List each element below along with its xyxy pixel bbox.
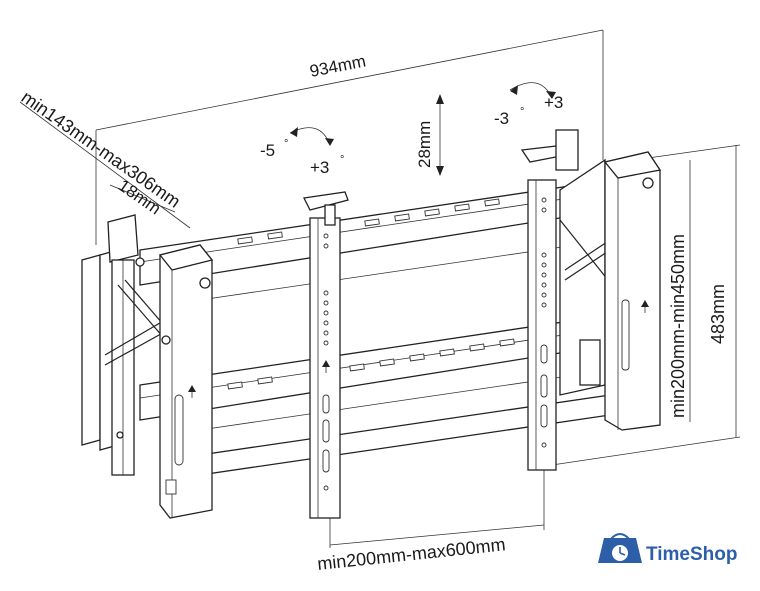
middle-bracket-holes — [322, 233, 330, 491]
tilt-arrows — [289, 82, 556, 146]
brand-name: TimeShop — [646, 544, 738, 565]
right-wall-post — [559, 151, 662, 431]
svg-text:-5: -5 — [260, 141, 275, 160]
top-rail-slots — [237, 198, 500, 245]
height-range-label: min200mm-min450mm — [668, 234, 688, 418]
svg-text:-3: -3 — [494, 109, 509, 128]
left-tilt-plus: +3 ° — [310, 154, 344, 177]
svg-text:+3: +3 — [310, 158, 329, 177]
left-wall-post — [81, 214, 176, 476]
depth-range-label: min143mm-max306mm — [18, 87, 184, 212]
right-tilt-plus: +3 — [544, 93, 563, 112]
right-bracket-holes — [540, 197, 548, 448]
shopping-bag-clock-icon — [598, 533, 642, 563]
timeshop-logo: TimeShop — [598, 533, 738, 565]
svg-text:°: ° — [340, 154, 344, 166]
right-tilt-minus: -3 ° — [494, 106, 524, 128]
width-total-label: 934mm — [308, 51, 367, 80]
svg-text:+3: +3 — [544, 93, 563, 112]
left-front-bracket — [158, 244, 214, 519]
middle-vertical-bracket — [303, 191, 349, 519]
bracket-spacing-label: min200mm-max600mm — [316, 534, 506, 574]
height-total-label: 483mm — [708, 284, 728, 344]
svg-text:°: ° — [284, 138, 288, 150]
adjust-travel-label: 28mm — [415, 121, 434, 168]
right-vertical-bracket — [520, 129, 579, 471]
svg-text:°: ° — [520, 106, 524, 118]
horizontal-rails — [139, 179, 611, 476]
middle-rail-slots — [227, 338, 515, 390]
left-tilt-minus: -5 ° — [260, 138, 288, 160]
